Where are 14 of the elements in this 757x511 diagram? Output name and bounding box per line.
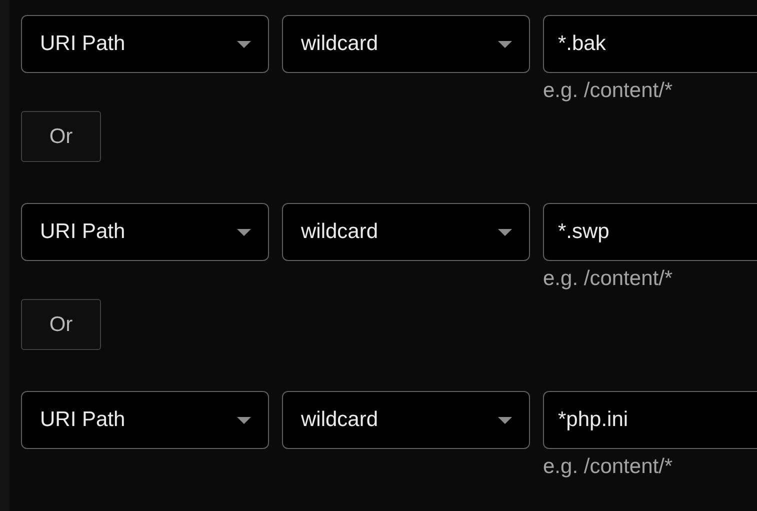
dropdown-select: wildcard	[282, 203, 530, 261]
hint-text: e.g. /content/*	[543, 454, 673, 480]
text-input-field: *.swp	[543, 203, 757, 261]
text-input-field: *.bak	[543, 15, 757, 73]
or-button: Or	[21, 111, 101, 162]
dropdown-select: wildcard	[282, 15, 530, 73]
hint-text: e.g. /content/*	[543, 78, 673, 104]
or-button: Or	[21, 299, 101, 350]
dropdown-select: URI Path	[21, 203, 269, 261]
dropdown-select: wildcard	[282, 391, 530, 449]
dropdown-select: URI Path	[21, 15, 269, 73]
text-input-field: *php.ini	[543, 391, 757, 449]
hint-text: e.g. /content/*	[543, 266, 673, 292]
dropdown-select: URI Path	[21, 391, 269, 449]
